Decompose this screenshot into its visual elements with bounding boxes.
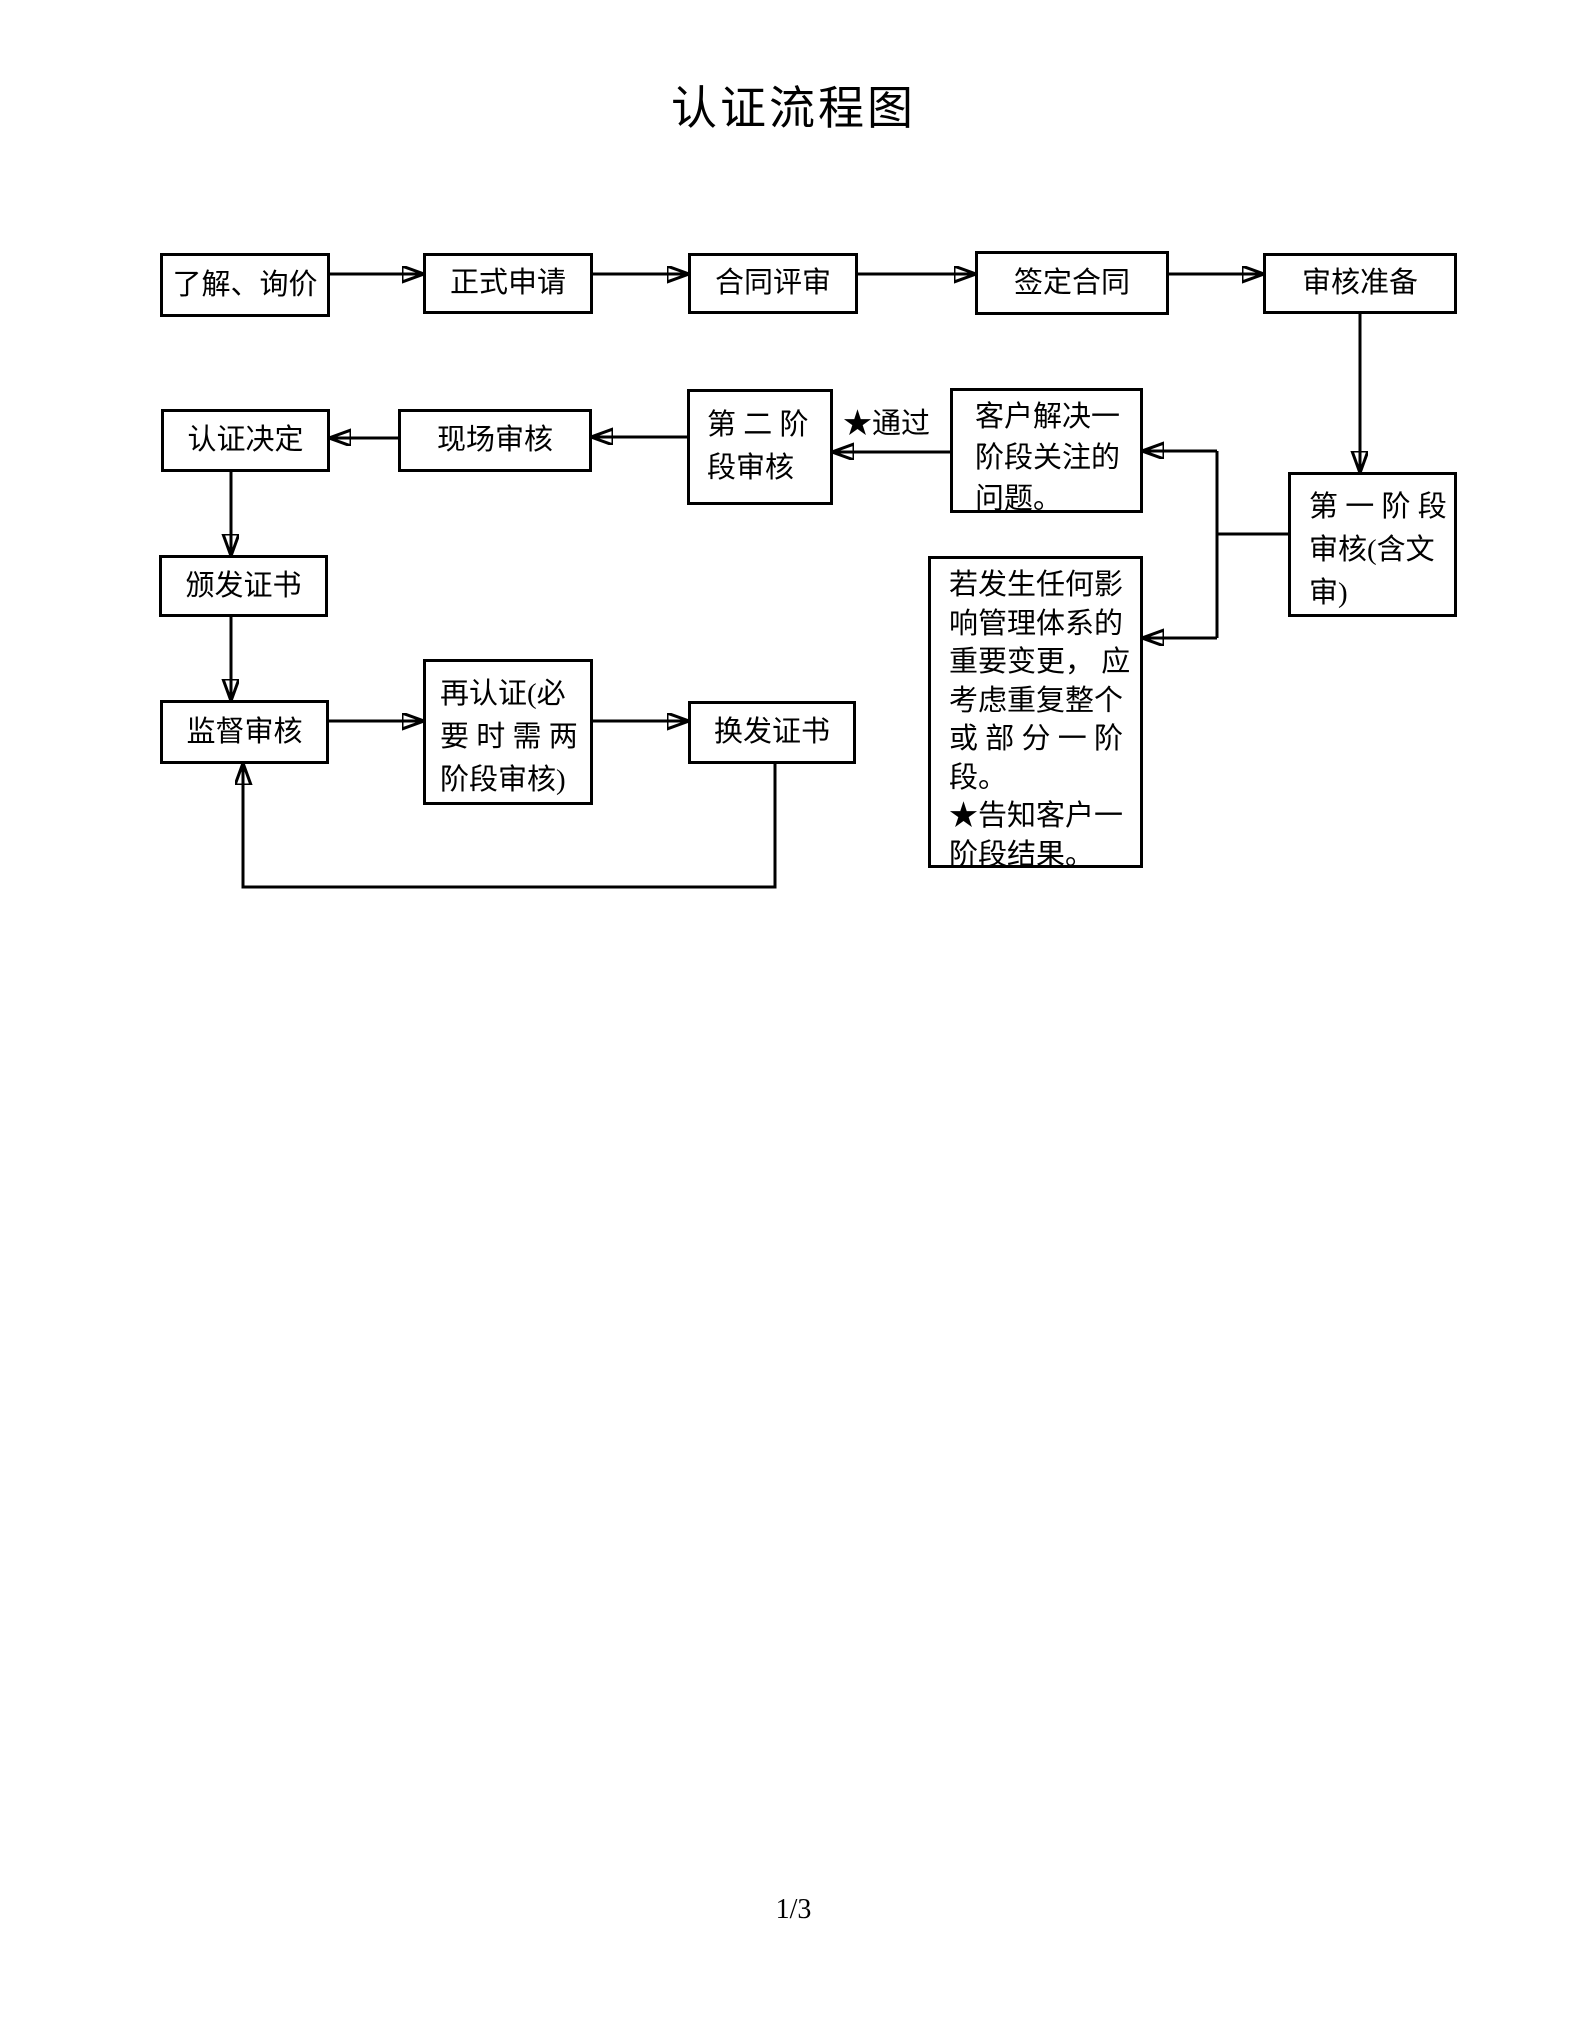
node-stage1-note: 若发生任何影 响管理体系的 重要变更， 应 考虑重复整个 或 部 分 一 阶 段… [928,556,1143,871]
edge-label-pass: ★通过 [843,408,931,440]
node-stage2-audit: 第 二 阶 段审核 [687,389,833,505]
node-issue-certificate: 颁发证书 [159,555,328,617]
connector-stage1-branch-elbow [1215,451,1288,638]
node-surveillance-audit: 监督审核 [160,700,329,764]
node-audit-preparation: 审核准备 [1263,253,1457,314]
node-inquiry: 了解、询价 [160,253,330,317]
page-title: 认证流程图 [671,83,916,134]
page-number: 1/3 [775,1894,812,1925]
node-reissue-certificate: 换发证书 [688,701,856,764]
node-formal-application: 正式申请 [423,253,593,314]
node-recertification: 再认证(必 要 时 需 两 阶段审核) [423,659,593,805]
node-sign-contract: 签定合同 [975,251,1169,315]
node-stage1-audit: 第 一 阶 段 审核(含文 审) [1288,472,1457,617]
node-contract-review: 合同评审 [688,253,858,314]
node-customer-resolve: 客户解决一 阶段关注的 问题。 [950,388,1143,515]
node-onsite-audit: 现场审核 [398,409,592,472]
node-certification-decision: 认证决定 [161,409,330,472]
